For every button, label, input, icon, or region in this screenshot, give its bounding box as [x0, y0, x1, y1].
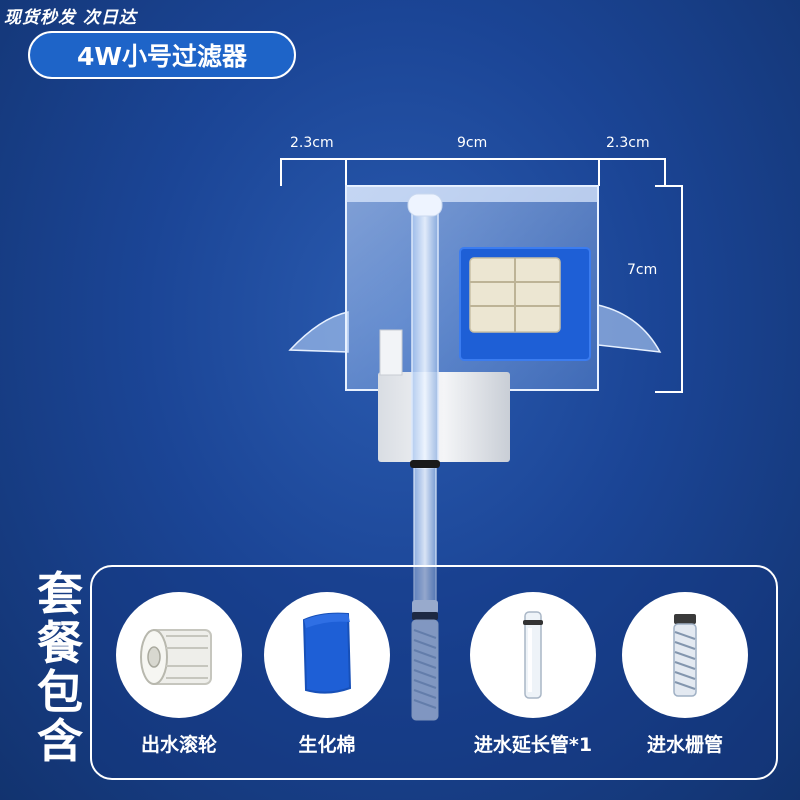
roller-icon — [140, 629, 212, 685]
package-item-image — [264, 592, 390, 718]
package-item-image — [470, 592, 596, 718]
dimension-tick-right — [664, 158, 666, 186]
dimension-middle-label: 9cm — [457, 135, 488, 151]
dimension-left-label: 2.3cm — [290, 135, 334, 151]
package-item-sponge: 生化棉 — [264, 592, 390, 757]
package-item-label: 进水延长管*1 — [473, 734, 593, 756]
dimension-width-line — [280, 158, 666, 160]
package-item-label: 出水滚轮 — [140, 734, 217, 756]
watermark-text: 现货秒发 次日达 — [4, 8, 137, 28]
sponge-icon — [302, 612, 352, 694]
package-title-char: 含 — [37, 714, 83, 768]
dimension-height-line — [681, 185, 683, 393]
package-item-label: 进水栅管 — [646, 734, 723, 756]
dimension-right-label: 2.3cm — [606, 135, 650, 151]
package-item-label: 生化棉 — [298, 734, 356, 756]
dimension-tick-1 — [345, 158, 347, 186]
intake-grid-icon — [673, 614, 697, 697]
dimension-tick-2 — [598, 158, 600, 186]
dimension-height-top — [655, 185, 683, 187]
package-title-char: 套 — [37, 567, 83, 621]
package-item-extension-tube: 进水延长管*1 — [470, 592, 596, 757]
product-title-badge: 4W小号过滤器 — [28, 31, 296, 79]
package-item-image — [622, 592, 748, 718]
package-item-image — [116, 592, 242, 718]
dimension-tick-left — [280, 158, 282, 186]
dimension-height-bottom — [655, 391, 683, 393]
dimension-height-label: 7cm — [627, 262, 658, 278]
tube-icon — [523, 611, 543, 699]
package-item-roller: 出水滚轮 — [116, 592, 242, 757]
package-item-intake-grid: 进水栅管 — [622, 592, 748, 757]
product-title: 4W小号过滤器 — [77, 42, 247, 71]
package-title: 套 餐 包 含 — [28, 570, 92, 770]
package-title-char: 餐 — [37, 616, 83, 670]
package-title-char: 包 — [37, 665, 83, 719]
